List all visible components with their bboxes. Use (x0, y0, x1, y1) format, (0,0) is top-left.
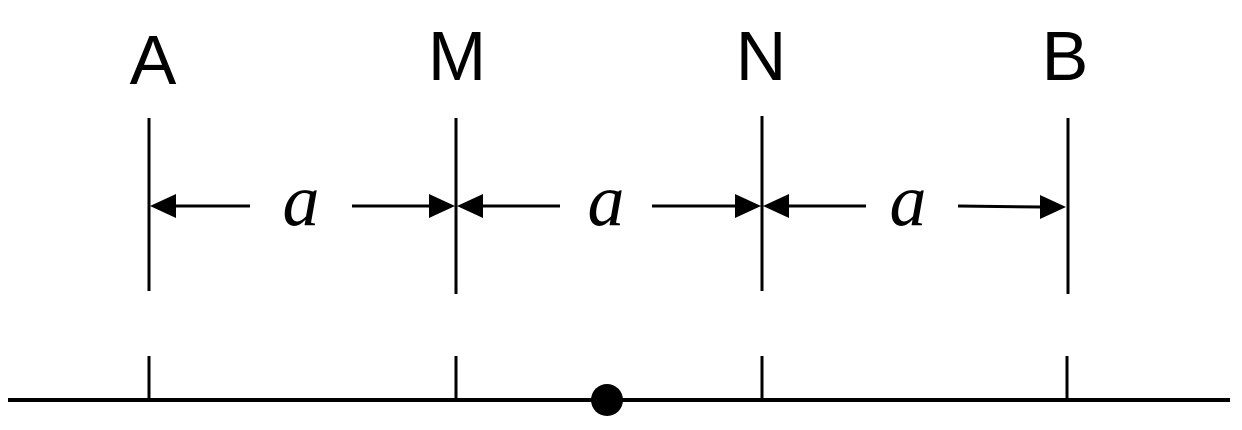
dimension-am: a (150, 160, 455, 242)
dimension-label-am: a (283, 160, 320, 242)
point-label-a: A (130, 21, 177, 99)
dimension-nb: a (763, 160, 1066, 242)
midpoint-dot (591, 384, 623, 416)
dimension-line-nb-right (957, 204, 1043, 209)
arrow-right-icon (429, 194, 455, 218)
point-label-n: N (736, 17, 787, 95)
arrow-right-icon (735, 194, 761, 218)
dimension-mn: a (457, 160, 761, 242)
dimension-label-nb: a (890, 160, 927, 242)
point-label-m: M (428, 17, 486, 95)
arrow-left-icon (763, 194, 789, 218)
arrow-left-icon (457, 194, 483, 218)
arrow-left-icon (150, 194, 176, 218)
point-label-b: B (1042, 17, 1089, 95)
dimension-label-mn: a (588, 160, 625, 242)
arrow-right-icon (1040, 195, 1066, 219)
